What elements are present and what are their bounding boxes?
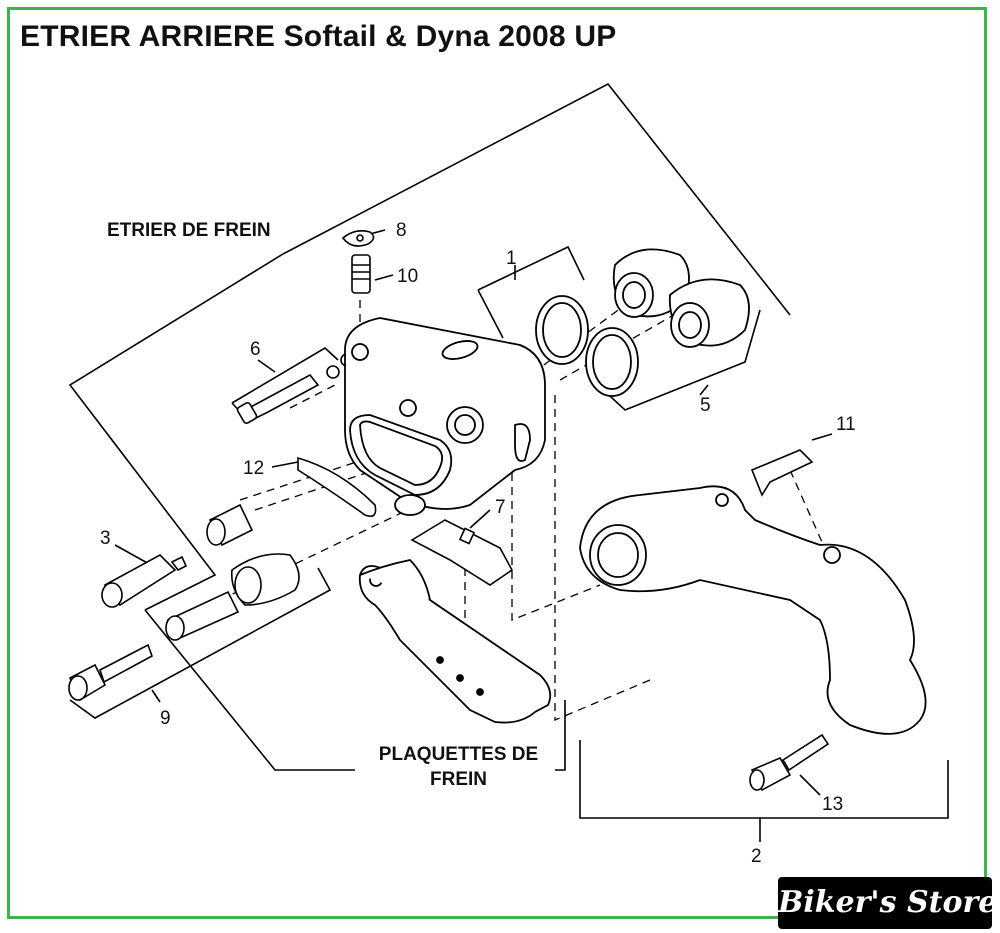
bleeder-valve-part xyxy=(351,254,371,294)
callout-11: 11 xyxy=(836,414,856,435)
pads-bracket-right xyxy=(555,700,566,771)
callout-10: 10 xyxy=(397,266,419,287)
brand-logo: Biker's Store xyxy=(778,877,997,929)
callout-5: 5 xyxy=(700,395,711,416)
caliper-bracket-left xyxy=(68,253,284,611)
caliper-bracket-part xyxy=(579,485,927,735)
callout-3: 3 xyxy=(100,528,111,549)
callout-9: 9 xyxy=(160,708,171,729)
pads-bracket xyxy=(144,609,355,771)
anti-rattle-spring-part xyxy=(297,456,377,518)
caliper-pin-part xyxy=(236,353,354,424)
callout-6: 6 xyxy=(250,339,261,360)
caliper-body-part xyxy=(344,317,546,516)
caliper-bolt-part xyxy=(68,553,300,702)
caliper-label: ETRIER DE FREIN xyxy=(107,220,271,241)
bracket-clip-part xyxy=(750,449,814,497)
callout-2: 2 xyxy=(751,846,762,867)
pad-clip-part xyxy=(410,519,514,586)
callout-1: 1 xyxy=(506,248,517,269)
piston-part xyxy=(612,248,750,348)
bleeder-cap-part xyxy=(341,230,375,247)
brake-pads-part xyxy=(358,559,552,724)
pads-label: PLAQUETTES DE FREIN xyxy=(356,742,561,792)
callout-12: 12 xyxy=(243,458,265,479)
o-ring-part xyxy=(535,295,639,397)
caliper-bracket xyxy=(282,82,791,316)
pads-label-line1: PLAQUETTES DE xyxy=(378,744,539,765)
callout-7: 7 xyxy=(495,497,506,518)
bracket-pin-part xyxy=(749,733,830,792)
callout-13: 13 xyxy=(822,794,844,815)
diagram-frame xyxy=(7,7,987,919)
mounting-pin-part xyxy=(101,503,254,608)
page-title: ETRIER ARRIERE Softail & Dyna 2008 UP xyxy=(20,20,617,53)
pads-label-line2: FREIN xyxy=(430,769,487,790)
callout-8: 8 xyxy=(396,220,407,241)
